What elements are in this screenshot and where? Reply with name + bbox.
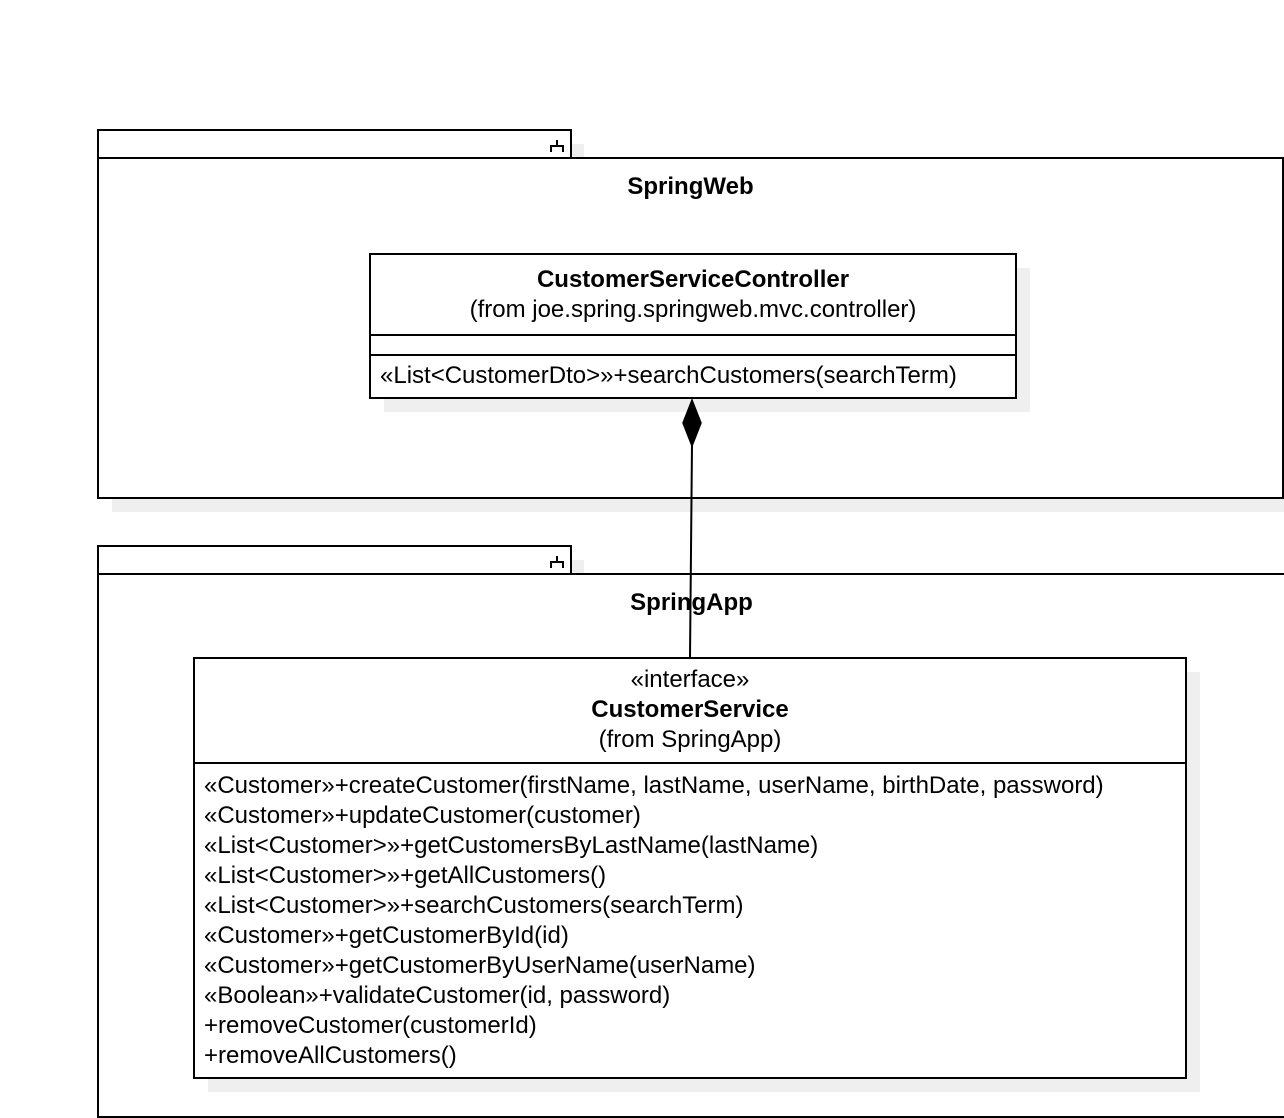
operation: «Customer»+getCustomerById(id) [204, 922, 569, 949]
operation: +removeCustomer(customerId) [204, 1012, 537, 1039]
operation: «Customer»+getCustomerByUserName(userNam… [204, 952, 756, 979]
operation: «Boolean»+validateCustomer(id, password) [204, 982, 671, 1009]
operation: «Customer»+updateCustomer(customer) [204, 802, 641, 829]
class-name: CustomerServiceController [536, 266, 850, 293]
operations-list: «Customer»+createCustomer(firstName, las… [204, 771, 1104, 1071]
operation: «Customer»+createCustomer(firstName, las… [204, 772, 1104, 799]
package-icon [550, 140, 564, 152]
operation: +removeAllCustomers() [204, 1042, 457, 1069]
class-package: (from joe.spring.springweb.mvc.controlle… [469, 296, 917, 323]
package-springapp-tab [97, 545, 572, 574]
package-title: SpringApp [630, 589, 753, 616]
operations-list: «List<CustomerDto>»+searchCustomers(sear… [380, 361, 957, 391]
operations-separator [371, 354, 1015, 356]
package-icon [550, 556, 564, 568]
class-name: CustomerService [591, 696, 789, 723]
operation: «List<Customer>»+getCustomersByLastName(… [204, 832, 819, 859]
operation: «List<Customer>»+searchCustomers(searchT… [204, 892, 744, 919]
class-package: (from SpringApp) [598, 726, 782, 753]
package-title: SpringWeb [627, 173, 754, 200]
class-stereotype: «interface» [630, 666, 750, 693]
package-springweb-tab [97, 129, 572, 158]
attributes-separator [371, 334, 1015, 336]
operations-separator [195, 762, 1185, 764]
class-customer-service[interactable]: «interface» CustomerService (from Spring… [193, 657, 1187, 1079]
operation: «List<Customer>»+getAllCustomers() [204, 862, 607, 889]
class-customer-service-controller[interactable]: CustomerServiceController (from joe.spri… [369, 253, 1017, 399]
operation: «List<CustomerDto>»+searchCustomers(sear… [380, 362, 957, 389]
